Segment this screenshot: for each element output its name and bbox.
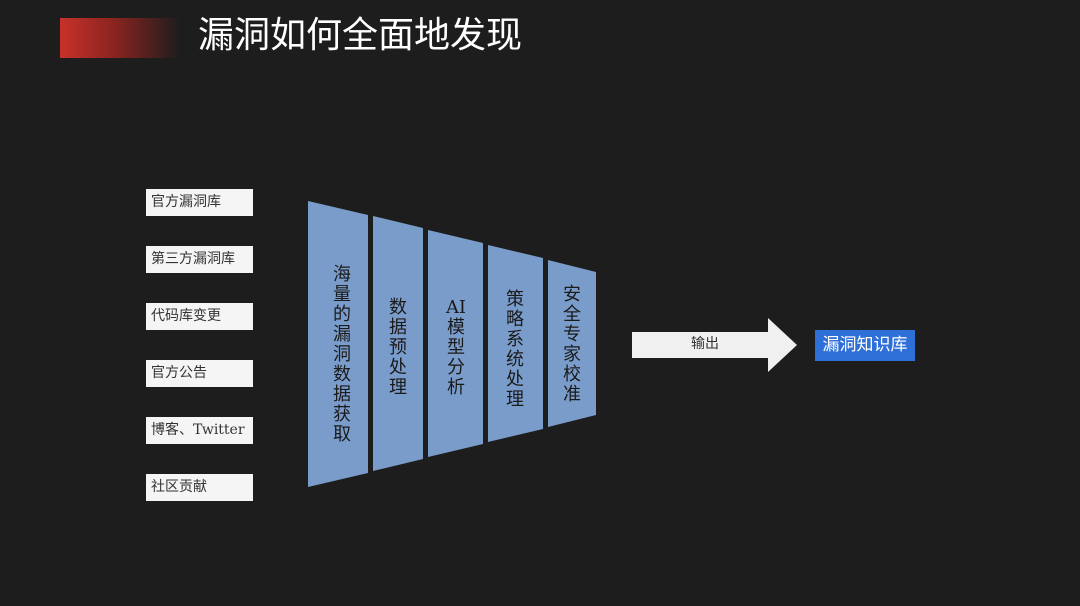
- arrow-right-icon: [632, 318, 797, 372]
- source-third-party-vuln-db: 第三方漏洞库: [146, 246, 253, 273]
- title-accent-bar: [60, 18, 180, 58]
- source-code-repo-changes: 代码库变更: [146, 303, 253, 330]
- stage-label-expert-calibration: 安全专家校准: [563, 284, 581, 405]
- stage-label-data-acquisition: 海量的漏洞数据获取: [333, 264, 351, 445]
- knowledge-base-box: 漏洞知识库: [815, 330, 915, 361]
- output-label: 输出: [691, 336, 719, 352]
- source-community: 社区贡献: [146, 474, 253, 501]
- stage-label-ai-model: AI模型分析: [445, 297, 467, 398]
- source-blogs-twitter: 博客、Twitter: [146, 417, 253, 444]
- source-official-vuln-db: 官方漏洞库: [146, 189, 253, 216]
- stage-shape-ai-model: [428, 230, 483, 457]
- source-official-announcements: 官方公告: [146, 360, 253, 387]
- stage-label-preprocessing: 数据预处理: [389, 297, 407, 398]
- stage-shape-strategy-system: [488, 245, 543, 442]
- stage-label-strategy-system: 策略系统处理: [506, 289, 524, 410]
- page-title: 漏洞如何全面地发现: [198, 15, 523, 56]
- stage-shape-preprocessing: [373, 216, 423, 471]
- stage-shape-data-acquisition: [308, 201, 368, 487]
- stage-shape-expert-calibration: [548, 260, 596, 427]
